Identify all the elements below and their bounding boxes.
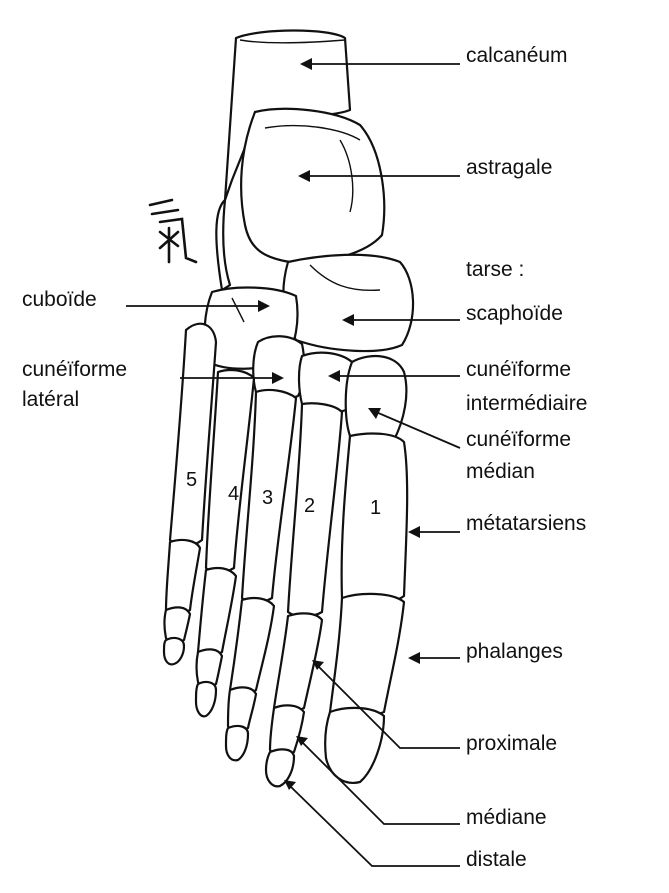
digit-label-2: 2 xyxy=(304,495,315,517)
astragale-bone xyxy=(240,107,386,264)
phalanx-distal-1 xyxy=(324,706,386,784)
label-cuneiforme-median-1: cunéïforme xyxy=(466,428,571,451)
label-metatarsiens: métatarsiens xyxy=(466,512,586,535)
label-phalanges: phalanges xyxy=(466,640,563,663)
phalanx-proximal-3 xyxy=(228,596,276,696)
calcaneum-detail xyxy=(239,39,346,44)
digit-label-5: 5 xyxy=(186,469,197,491)
phalanx-distal-5 xyxy=(162,636,186,666)
phalanx-proximal-2 xyxy=(272,612,324,714)
label-tarse: tarse : xyxy=(466,258,524,281)
digit-label-3: 3 xyxy=(262,487,273,509)
digit-label-4: 4 xyxy=(228,483,239,505)
label-cuneiforme-intermediaire-1: cunéïforme xyxy=(466,358,571,381)
label-proximale: proximale xyxy=(466,732,557,755)
scaphoide-bone xyxy=(282,253,415,353)
phalanx-median-4 xyxy=(195,648,224,688)
metatarsal-1 xyxy=(340,432,409,605)
metatarsal-2 xyxy=(286,402,344,618)
phalanx-distal-3 xyxy=(224,724,250,762)
label-calcaneum: calcanéum xyxy=(466,44,568,67)
cuneiforme-median-bone xyxy=(344,355,408,445)
label-cuboide: cuboïde xyxy=(22,288,97,311)
digit-label-1: 1 xyxy=(370,497,381,519)
phalanx-distal-4 xyxy=(194,680,218,718)
label-distale: distale xyxy=(466,848,527,871)
phalanx-median-3 xyxy=(226,686,258,732)
label-scaphoide: scaphoïde xyxy=(466,302,563,325)
phalanx-proximal-4 xyxy=(196,566,238,658)
label-cuneiforme-lateral-2: latéral xyxy=(22,388,79,411)
label-astragale: astragale xyxy=(466,156,552,179)
leader-lines xyxy=(126,58,461,867)
phalanx-median-2 xyxy=(268,704,306,756)
label-cuneiforme-lateral-1: cunéïforme xyxy=(22,358,127,381)
metatarsal-3 xyxy=(240,388,298,604)
phalanx-proximal-1 xyxy=(328,592,406,718)
phalanx-median-5 xyxy=(163,606,192,644)
phalanx-distal-2 xyxy=(264,748,296,788)
phalanx-proximal-5 xyxy=(164,538,202,616)
label-mediane: médiane xyxy=(466,806,547,829)
metatarsal-5 xyxy=(168,322,218,548)
qi-glyph-icon xyxy=(148,198,198,264)
label-cuneiforme-median-2: médian xyxy=(466,460,535,483)
heel-outline xyxy=(215,198,232,292)
label-cuneiforme-intermediaire-2: intermédiaire xyxy=(466,392,587,415)
